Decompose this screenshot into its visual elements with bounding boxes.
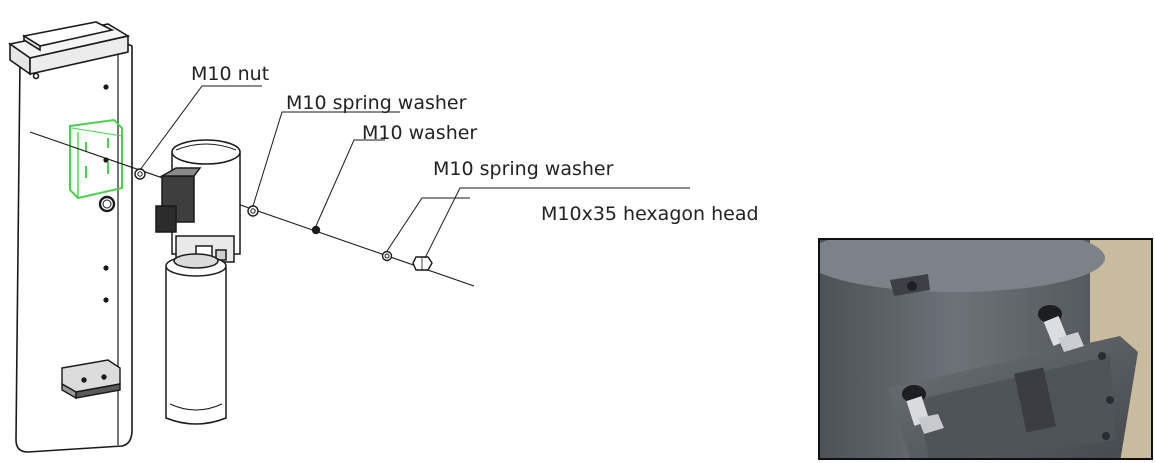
callout-m10-spring-washer-1: M10 spring washer: [286, 92, 467, 114]
leader-lines: [139, 85, 690, 259]
oil-tank: [165, 253, 227, 425]
callout-m10-washer: M10 washer: [362, 122, 478, 144]
m10-washer-part: [311, 225, 321, 235]
lower-bracket: [61, 359, 121, 400]
mounting-bracket: [69, 118, 123, 200]
column-housing: [8, 21, 133, 453]
callout-m10x35-hexagon-head: M10x35 hexagon head: [541, 203, 759, 225]
hydraulic-motor: [155, 139, 241, 265]
installation-photo: [818, 238, 1153, 460]
m10x35-bolt-part: [412, 256, 433, 271]
photo-illustration: [820, 240, 1151, 458]
bolt-photo-right: [1038, 305, 1084, 352]
bolt-photo-left: [902, 385, 944, 434]
callout-m10-nut: M10 nut: [191, 63, 270, 85]
callout-m10-spring-washer-2: M10 spring washer: [433, 158, 614, 180]
fasteners: [134, 168, 433, 271]
